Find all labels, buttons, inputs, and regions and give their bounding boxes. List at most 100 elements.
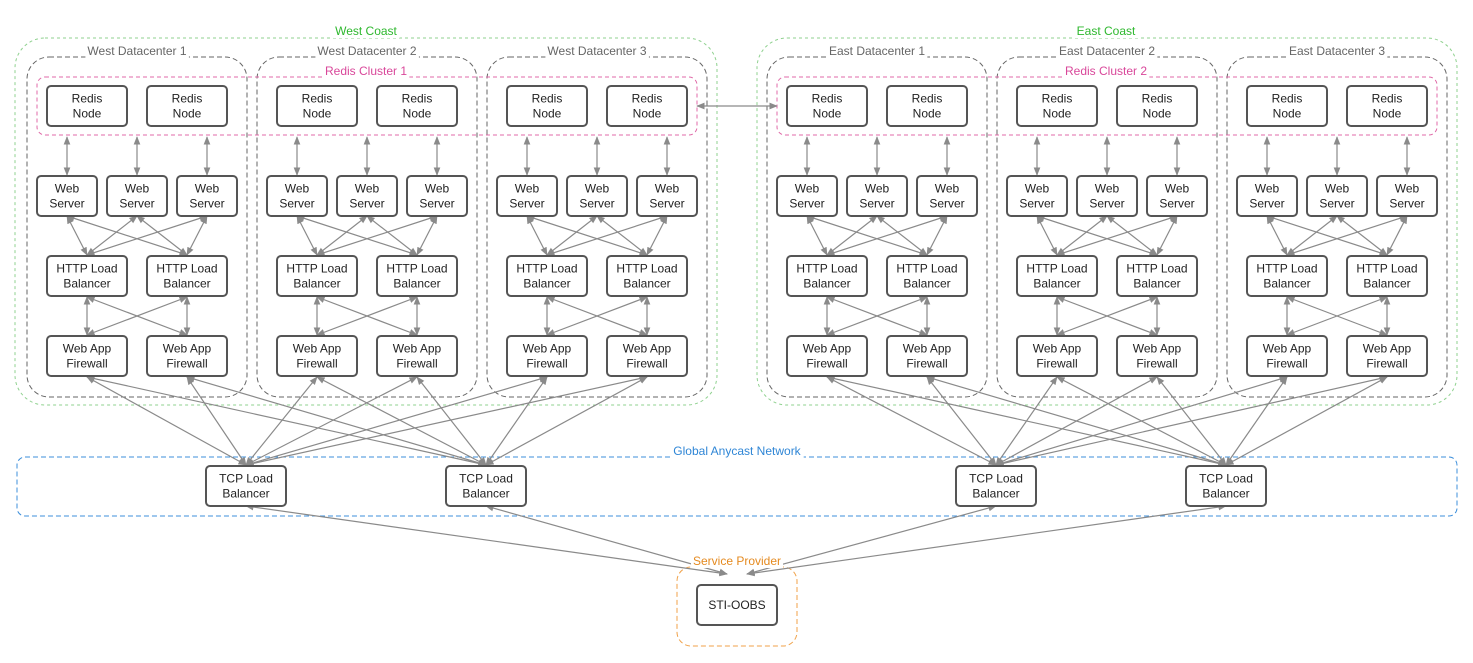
web-http-lb-link — [546, 215, 668, 256]
datacenter-title-1-bg — [85, 44, 189, 58]
web-app-firewall-7-box — [786, 335, 868, 377]
redis-node-4-label: Redis — [402, 92, 433, 106]
waf-tcp-lb-link — [186, 375, 487, 467]
redis-node-2-box — [146, 85, 228, 127]
http-lb-waf-link — [316, 296, 418, 336]
http-lb-waf-link — [826, 296, 928, 336]
web-app-firewall-3-label: Web App — [293, 342, 342, 356]
datacenter-title-6: East Datacenter 3 — [1289, 44, 1385, 58]
web-http-lb-link — [1386, 215, 1408, 256]
http-load-balancer-6-box — [606, 255, 688, 297]
web-server-12-label: Web — [935, 182, 960, 196]
redis-node-3-label: Node — [303, 107, 332, 121]
redis-node-1-label: Redis — [72, 92, 103, 106]
web-app-firewall-5-label: Firewall — [526, 357, 567, 371]
http-load-balancer-7-label: Balancer — [803, 277, 850, 291]
web-server-6-label: Web — [425, 182, 450, 196]
global-anycast-title: Global Anycast Network — [673, 444, 801, 458]
web-server-13-label: Server — [1019, 197, 1054, 211]
web-http-lb-link — [136, 215, 188, 256]
web-server-9-box — [636, 175, 698, 217]
redis-node-11-label: Redis — [1272, 92, 1303, 106]
service-provider-title-bg — [690, 554, 784, 568]
datacenter-title-4: East Datacenter 1 — [829, 44, 925, 58]
http-load-balancer-11-label: HTTP Load — [1256, 262, 1317, 276]
web-http-lb-link — [646, 215, 668, 256]
waf-tcp-lb-link — [995, 376, 1058, 466]
web-http-lb-link — [1266, 215, 1388, 256]
datacenter-title-2: West Datacenter 2 — [317, 44, 416, 58]
tcp-load-balancer-3-box — [955, 465, 1037, 507]
waf-tcp-lb-link — [485, 376, 648, 466]
web-server-6-box — [406, 175, 468, 217]
global-anycast-title-bg — [671, 444, 804, 458]
web-app-firewall-1-label: Firewall — [66, 357, 107, 371]
sti-oobs-node[interactable]: STI-OOBS — [696, 584, 778, 626]
http-load-balancer-10-label: HTTP Load — [1126, 262, 1187, 276]
http-load-balancer-11-label: Balancer — [1263, 277, 1310, 291]
web-server-18-box — [1376, 175, 1438, 217]
web-http-lb-link — [1156, 215, 1178, 256]
redis-node-9-label: Node — [1043, 107, 1072, 121]
redis-node-1-label: Node — [73, 107, 102, 121]
